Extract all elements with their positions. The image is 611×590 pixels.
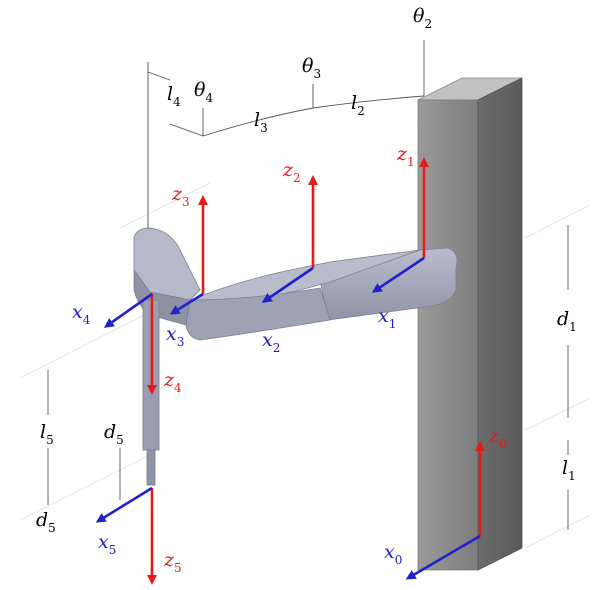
label-theta2: θ2 — [413, 5, 432, 31]
label-theta3: θ3 — [302, 55, 321, 81]
label-z1: z1 — [396, 143, 415, 169]
x-axes — [95, 256, 481, 580]
label-d1: d1 — [557, 308, 577, 334]
x4-axis — [103, 292, 153, 328]
background-frame-lines — [19, 182, 591, 549]
label-z2: z2 — [282, 159, 301, 185]
label-d5-side: d5 — [36, 509, 56, 535]
label-x3: x3 — [166, 323, 184, 349]
x0-axis — [405, 534, 481, 580]
column-base — [417, 77, 523, 571]
label-l3: l3 — [254, 109, 268, 135]
x5-axis — [95, 486, 153, 523]
label-x4: x4 — [72, 301, 91, 327]
label-l1: l1 — [562, 457, 576, 483]
label-x2: x2 — [262, 329, 280, 355]
label-x5: x5 — [98, 531, 116, 557]
dimension-lines — [47, 40, 569, 530]
label-l4: l4 — [167, 83, 181, 109]
label-d5-inner: d5 — [104, 421, 124, 447]
label-x0: x0 — [384, 541, 402, 567]
z-axes — [147, 157, 485, 585]
label-z0: z0 — [488, 425, 507, 451]
label-l5: l5 — [40, 421, 54, 447]
label-z4: z4 — [163, 369, 182, 395]
label-theta4: θ4 — [194, 79, 213, 105]
labels: θ2 θ3 θ4 l2 l3 l4 l5 l1 d1 d5 d5 z0 z1 z… — [36, 5, 577, 575]
label-z5: z5 — [163, 549, 182, 575]
x2-axis — [261, 266, 314, 303]
x3-axis — [169, 292, 204, 315]
arm-links — [133, 227, 458, 486]
label-l2: l2 — [351, 92, 365, 118]
x1-axis — [371, 256, 425, 293]
label-z3: z3 — [171, 183, 190, 209]
label-x1: x1 — [378, 305, 396, 331]
